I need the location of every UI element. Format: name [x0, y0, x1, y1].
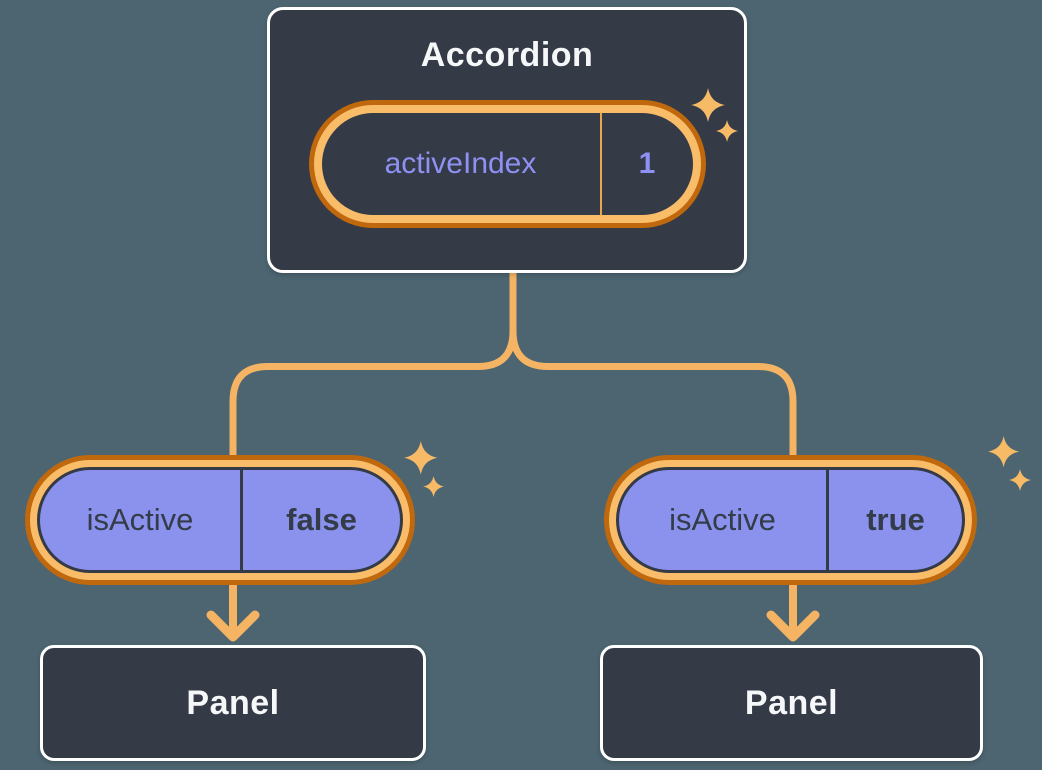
- accordion-node: Accordion activeIndex 1: [267, 7, 747, 273]
- sparkle-icon: [404, 441, 438, 475]
- panel-node-right: Panel: [600, 645, 983, 761]
- sparkle-icon: [988, 436, 1020, 468]
- arrow-left-head-icon: [206, 610, 260, 642]
- accordion-title: Accordion: [420, 36, 594, 74]
- state-pill-body: isActive true: [616, 467, 965, 573]
- pill-divider: [599, 113, 602, 215]
- sparkle-icon: [423, 476, 445, 498]
- state-value-label: false: [286, 502, 357, 537]
- sparkle-icon: [1009, 469, 1032, 492]
- pill-divider: [826, 470, 829, 570]
- pill-divider: [240, 470, 243, 570]
- state-value-label: 1: [638, 147, 656, 180]
- state-value-label: true: [866, 502, 925, 537]
- branch-left-line: [229, 268, 517, 462]
- state-pill-body: isActive false: [37, 467, 403, 573]
- active-index-state-pill: activeIndex 1: [308, 100, 706, 228]
- arrow-right-head-icon: [766, 610, 820, 642]
- is-active-true-state-pill: isActive true: [604, 455, 977, 585]
- state-name-label: activeIndex: [384, 147, 537, 180]
- panel-node-left: Panel: [40, 645, 426, 761]
- state-name-label: isActive: [669, 502, 776, 537]
- state-pill-body: activeIndex 1: [321, 113, 693, 215]
- is-active-false-state-pill: isActive false: [25, 455, 415, 585]
- state-name-label: isActive: [86, 502, 194, 537]
- branch-right-line: [509, 268, 797, 462]
